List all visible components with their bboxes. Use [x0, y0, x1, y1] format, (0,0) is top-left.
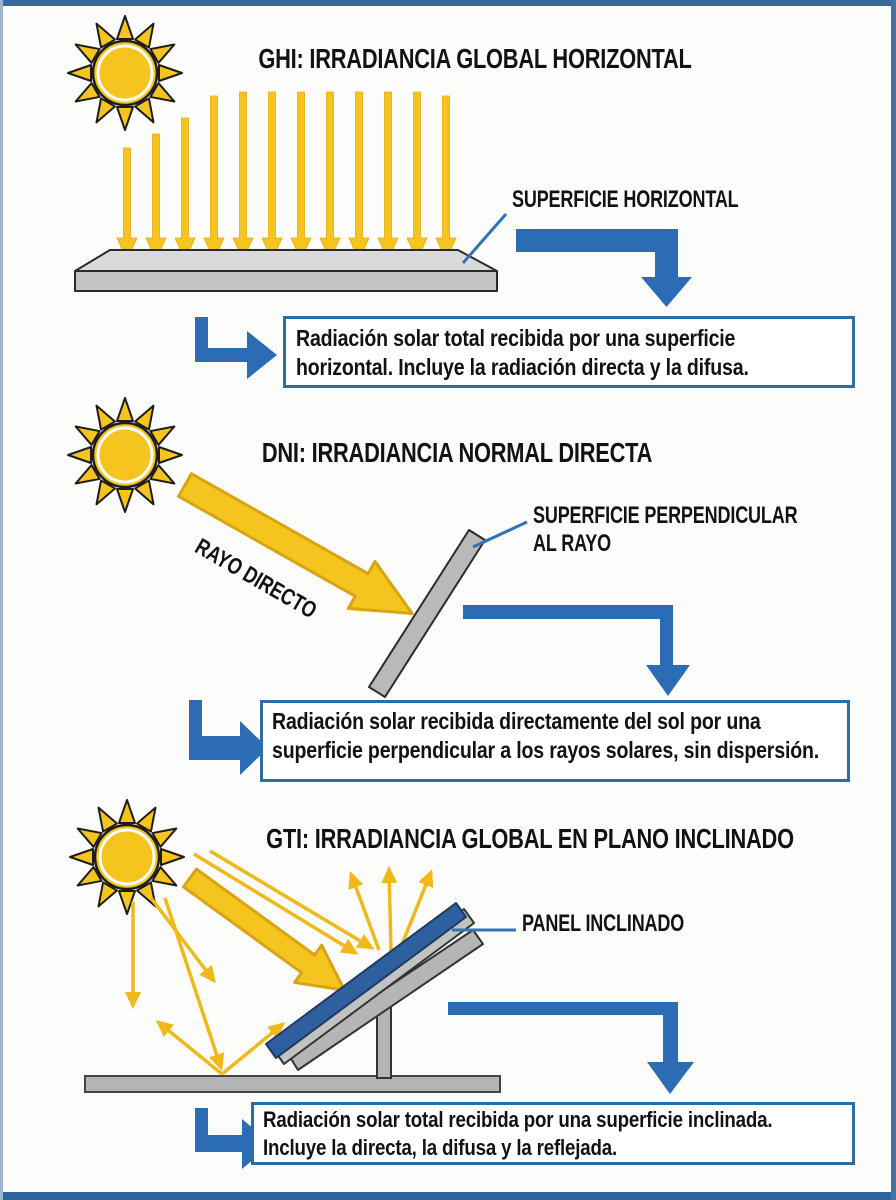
ghi-ray-arrows	[116, 91, 457, 261]
ground-surface	[84, 1075, 501, 1093]
ghi-description-text: Radiación solar total recibida por una s…	[296, 325, 749, 380]
ghi-description-box	[283, 316, 855, 388]
dni-flow-arrow-right	[463, 605, 690, 696]
gti-description-text: Radiación solar total recibida por una s…	[263, 1107, 773, 1160]
sun-icon	[68, 798, 186, 916]
inclined-panel	[265, 902, 484, 1071]
ray-arrow	[232, 91, 254, 261]
page-frame-bottom	[0, 1192, 896, 1200]
ray-arrow	[174, 117, 196, 261]
page-frame-left	[0, 0, 3, 1200]
ray-arrow	[116, 147, 138, 261]
sun-icon	[66, 396, 184, 514]
dni-flow-arrow-left	[189, 700, 268, 775]
ray-arrow	[406, 91, 428, 261]
perpendicular-surface	[368, 529, 486, 698]
ray-arrow	[261, 91, 283, 261]
dni-direct-ray-arrow	[177, 472, 414, 616]
page-frame-right	[891, 0, 896, 1200]
dni-title: DNI: IRRADIANCIA NORMAL DIRECTA	[261, 437, 653, 468]
gti-direct-ray-arrow	[182, 867, 347, 992]
dni-description-text: Radiación solar recibida directamente de…	[272, 708, 820, 763]
sun-icon	[66, 14, 184, 132]
gti-reflected-ray-arrows	[155, 866, 434, 1076]
ray-arrow	[348, 91, 370, 261]
gti-title: GTI: IRRADIANCIA GLOBAL EN PLANO INCLINA…	[266, 823, 794, 854]
ghi-title: GHI: IRRADIANCIA GLOBAL HORIZONTAL	[258, 43, 692, 74]
gti-flow-arrow-right	[448, 1002, 694, 1094]
ray-arrow	[145, 133, 167, 261]
gti-diffuse-ray-arrows	[125, 849, 375, 1071]
dni-surface-label: SUPERFICIE PERPENDICULAR AL RAYO	[533, 502, 798, 557]
gti-surface-label: PANEL INCLINADO	[522, 910, 685, 937]
ghi-pointer-line	[461, 213, 508, 264]
gti-description-box	[251, 1102, 855, 1165]
ghi-flow-arrow-right	[516, 229, 692, 307]
dni-description-box	[260, 700, 850, 782]
ray-arrow	[435, 95, 457, 261]
horizontal-surface	[74, 249, 498, 292]
ghi-flow-arrow-left	[195, 317, 277, 379]
dni-pointer-line	[472, 520, 528, 549]
page-frame-top	[0, 0, 896, 6]
ray-arrow	[377, 91, 399, 261]
ghi-surface-label: SUPERFICIE HORIZONTAL	[512, 186, 739, 213]
ray-arrow	[290, 91, 312, 261]
ray-arrow	[319, 91, 341, 261]
ray-arrow	[203, 95, 225, 261]
